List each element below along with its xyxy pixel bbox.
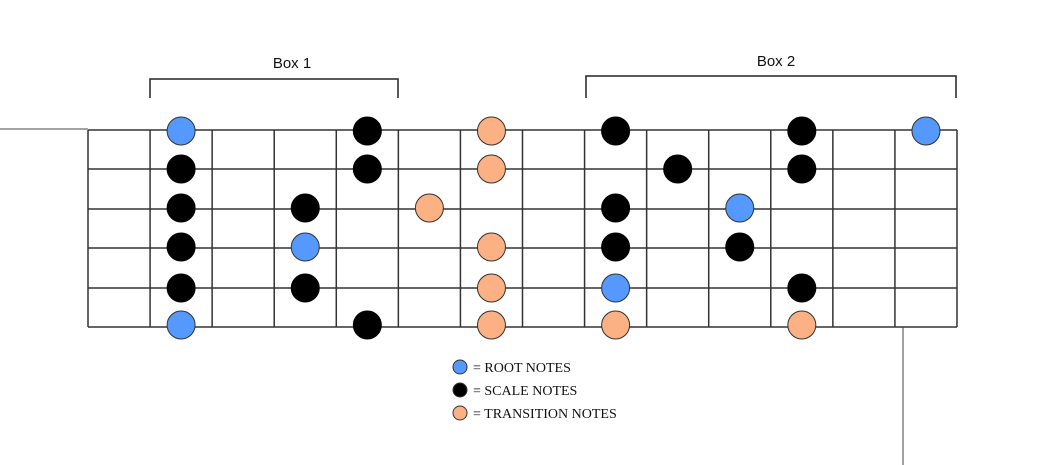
transition-note-dot <box>787 310 817 340</box>
scale-note-dot <box>787 273 817 303</box>
transition-note-dot <box>476 273 506 303</box>
fretboard-grid <box>87 129 958 328</box>
scale-note-dot <box>352 116 382 146</box>
scale-note-dot <box>166 232 196 262</box>
transition-note-dot <box>476 232 506 262</box>
scale-note-dot <box>601 193 631 223</box>
scale-note-dot <box>352 310 382 340</box>
scale-note-dot <box>166 154 196 184</box>
legend: = ROOT NOTES = SCALE NOTES = TRANSITION … <box>452 359 617 422</box>
scale-note-dot <box>166 273 196 303</box>
legend-root-dot <box>452 359 468 375</box>
box-1-label: Box 1 <box>273 55 311 72</box>
box-1-bracket: Box 1 <box>149 55 399 98</box>
transition-note-dot <box>476 116 506 146</box>
legend-root-label: = ROOT NOTES <box>473 361 571 376</box>
box-2-bracket: Box 2 <box>585 53 957 98</box>
scale-note-dot <box>787 154 817 184</box>
notes <box>166 116 941 340</box>
scale-note-dot <box>290 193 320 223</box>
transition-note-dot <box>476 154 506 184</box>
legend-transition-label: = TRANSITION NOTES <box>473 407 617 422</box>
box-2-label: Box 2 <box>757 53 795 70</box>
transition-note-dot <box>601 310 631 340</box>
root-note-dot <box>166 116 196 146</box>
scale-note-dot <box>166 193 196 223</box>
scale-note-dot <box>352 154 382 184</box>
scale-note-dot <box>787 116 817 146</box>
scale-note-dot <box>601 232 631 262</box>
legend-scale-label: = SCALE NOTES <box>473 384 577 399</box>
scale-note-dot <box>290 273 320 303</box>
root-note-dot <box>725 193 755 223</box>
scale-note-dot <box>725 232 755 262</box>
root-note-dot <box>911 116 941 146</box>
root-note-dot <box>290 232 320 262</box>
transition-note-dot <box>476 310 506 340</box>
root-note-dot <box>601 273 631 303</box>
scale-note-dot <box>663 154 693 184</box>
legend-scale-dot <box>452 382 468 398</box>
transition-note-dot <box>414 193 444 223</box>
legend-transition-dot <box>452 405 468 421</box>
root-note-dot <box>166 310 196 340</box>
scale-note-dot <box>601 116 631 146</box>
